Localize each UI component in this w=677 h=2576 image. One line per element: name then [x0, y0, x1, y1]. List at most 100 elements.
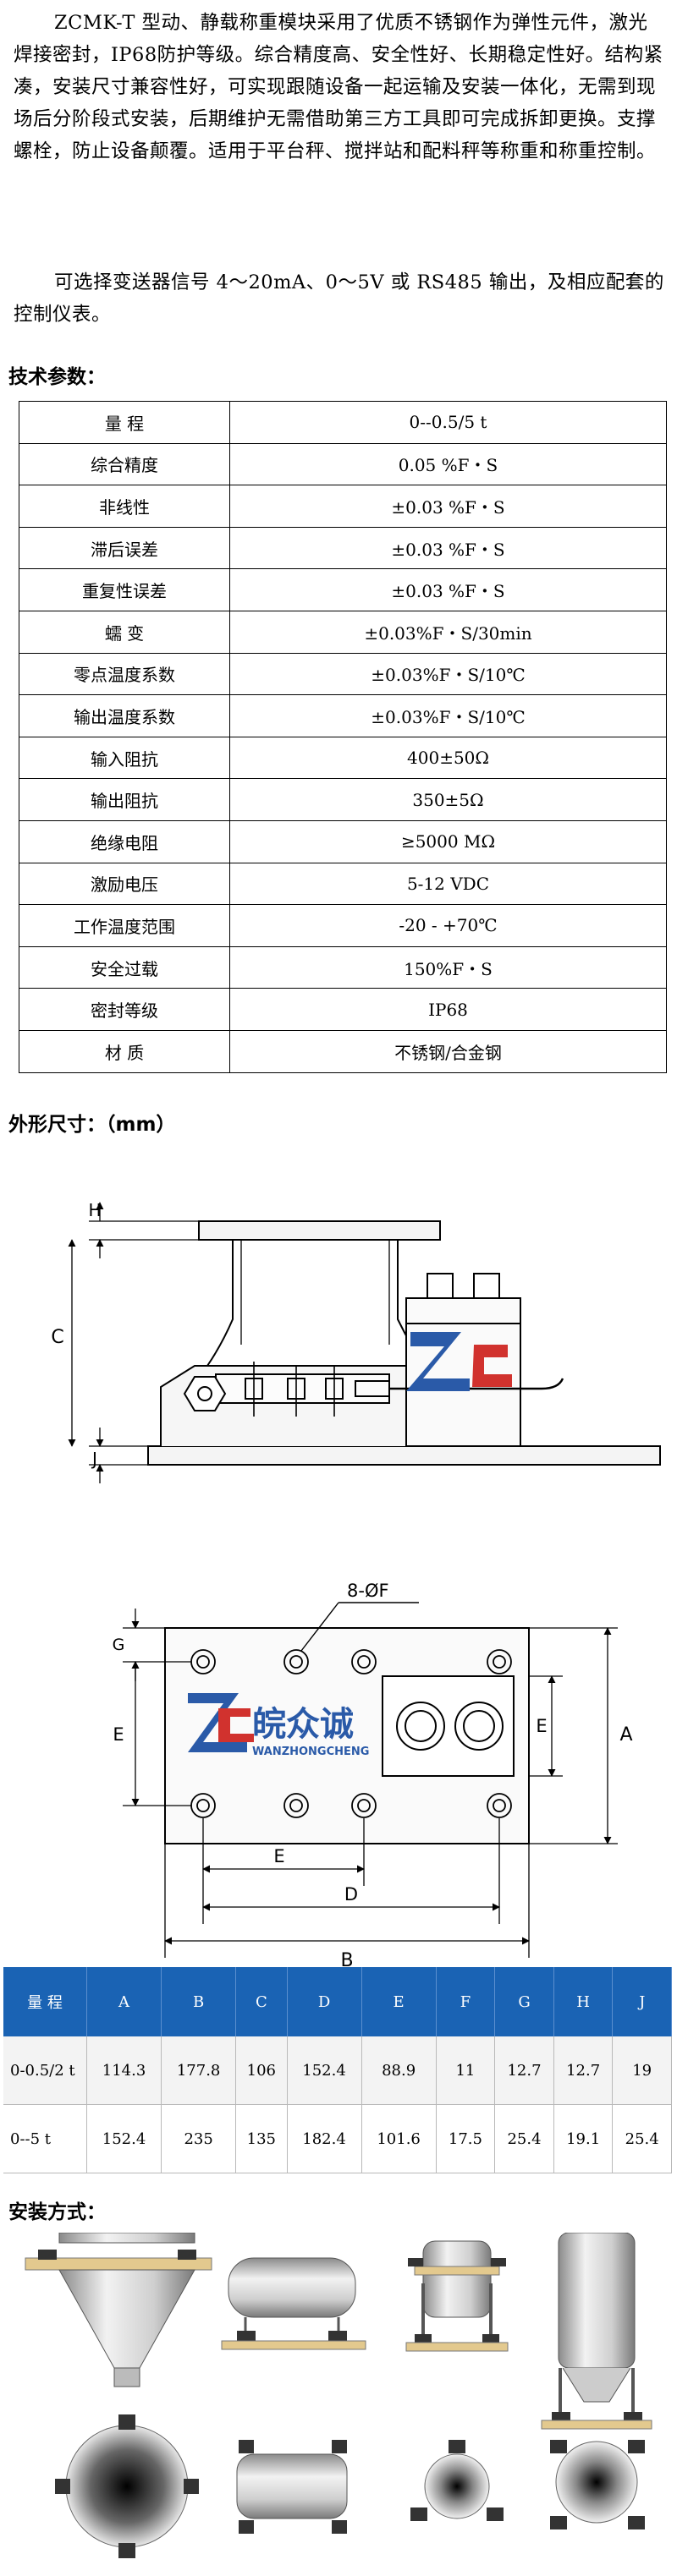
dim-label-e-bottom: E: [273, 1846, 284, 1866]
dim-label-e-left: E: [113, 1724, 124, 1745]
dim-label-e-right: E: [536, 1716, 547, 1736]
side-view: [147, 1220, 661, 1466]
spec-value: ±0.03 %F・S: [229, 568, 667, 611]
spec-value: ±0.03%F・S/30min: [229, 610, 667, 654]
dims-cell: 114.3: [86, 2036, 162, 2105]
spec-key: 工作温度范围: [19, 904, 230, 947]
side-logo-icon: [406, 1332, 512, 1391]
dim-label-g: G: [113, 1636, 125, 1654]
intro-paragraph-1: ZCMK-T 型动、静载称重模块采用了优质不锈钢作为弹性元件，激光焊接密封，IP…: [14, 12, 663, 162]
installation-heading: 安装方式：: [8, 2201, 106, 2223]
dims-header-cell: 量 程: [3, 1967, 87, 2036]
spec-value: -20 - +70℃: [229, 904, 667, 947]
logo-name-cn: 皖众诚: [252, 1705, 354, 1744]
install-tank-side: [221, 2257, 366, 2350]
dimension-heading: 外形尺寸：（mm）: [8, 1114, 176, 1136]
spec-value: ±0.03%F・S/10℃: [229, 694, 667, 737]
dims-cell: 17.5: [436, 2104, 496, 2173]
dims-cell: 235: [161, 2104, 237, 2173]
spec-value: 0.05 %F・S: [229, 442, 667, 486]
dims-cell: 177.8: [161, 2036, 237, 2105]
spec-key: 密封等级: [19, 988, 230, 1031]
spec-key: 综合精度: [19, 442, 230, 486]
spec-row: 材 质不锈钢/合金钢: [19, 1029, 667, 1073]
dims-cell: 135: [235, 2104, 288, 2173]
spec-row: 工作温度范围-20 - +70℃: [19, 904, 667, 947]
dims-header-cell: A: [86, 1967, 162, 2036]
dim-label-h: H: [88, 1200, 101, 1220]
technical-drawing: H C J 8-ØF: [51, 1200, 661, 1970]
holes-label: 8-ØF: [347, 1581, 389, 1601]
dims-cell: 106: [235, 2036, 288, 2105]
company-logo: 皖众诚 WANZHONGCHENG: [188, 1693, 369, 1758]
install-vessel-top: [410, 2440, 504, 2521]
spec-value: 400±50Ω: [229, 736, 667, 780]
dims-header-cell: D: [287, 1967, 362, 2036]
dims-cell: 182.4: [287, 2104, 362, 2173]
spec-key: 材 质: [19, 1029, 230, 1073]
top-dimensions: [123, 1609, 618, 1958]
spec-value: 不锈钢/合金钢: [229, 1029, 667, 1073]
intro-paragraph-2: 可选择变送器信号 4～20mA、0～5V 或 RS485 输出，及相应配套的控制…: [14, 271, 664, 326]
dims-cell: 25.4: [612, 2104, 672, 2173]
dims-cell: 88.9: [361, 2036, 437, 2105]
dims-cell: 0--5 t: [3, 2104, 87, 2173]
spec-key: 输入阻抗: [19, 736, 230, 780]
dims-header-cell: B: [161, 1967, 237, 2036]
spec-value: ≥5000 MΩ: [229, 819, 667, 863]
dims-cell: 19.1: [553, 2104, 614, 2173]
dims-cell: 12.7: [553, 2036, 614, 2105]
dims-header-cell: C: [235, 1967, 288, 2036]
spec-value: 150%F・S: [229, 945, 667, 989]
install-hopper-top: [55, 2414, 199, 2558]
spec-key: 非线性: [19, 485, 230, 528]
install-tank-top: [236, 2440, 348, 2534]
dim-label-j: J: [91, 1449, 97, 1469]
dim-label-c: C: [51, 1327, 63, 1348]
dims-cell: 101.6: [361, 2104, 437, 2173]
dims-cell: 25.4: [494, 2104, 554, 2173]
spec-key: 滞后误差: [19, 526, 230, 570]
install-silo-top: [550, 2440, 645, 2529]
dims-cell: 0-0.5/2 t: [3, 2036, 87, 2105]
spec-row: 零点温度系数±0.03%F・S/10℃: [19, 652, 667, 696]
spec-row: 滞后误差±0.03 %F・S: [19, 526, 667, 570]
spec-value: IP68: [229, 988, 667, 1031]
side-dimensions: [68, 1202, 199, 1483]
spec-value: ±0.03 %F・S: [229, 526, 667, 570]
installation-illustrations: [25, 2233, 652, 2558]
spec-key: 蠕 变: [19, 610, 230, 654]
spec-row: 输出温度系数±0.03%F・S/10℃: [19, 694, 667, 737]
spec-key: 安全过载: [19, 945, 230, 989]
spec-row: 蠕 变±0.03%F・S/30min: [19, 610, 667, 654]
dim-label-a: A: [619, 1724, 632, 1746]
dims-cell: 12.7: [494, 2036, 554, 2105]
spec-key: 激励电压: [19, 862, 230, 906]
spec-row: 重复性误差±0.03 %F・S: [19, 568, 667, 611]
dim-label-b: B: [340, 1950, 353, 1970]
install-silo-side: [541, 2233, 652, 2430]
spec-row: 绝缘电阻≥5000 MΩ: [19, 819, 667, 863]
spec-key: 绝缘电阻: [19, 819, 230, 863]
install-vessel-side: [405, 2240, 509, 2352]
spec-key: 输出阻抗: [19, 778, 230, 821]
dims-cell: 152.4: [86, 2104, 162, 2173]
spec-key: 重复性误差: [19, 568, 230, 611]
spec-value: ±0.03 %F・S: [229, 485, 667, 528]
spec-value: 0--0.5/5 t: [229, 401, 667, 444]
spec-key: 零点温度系数: [19, 652, 230, 696]
dims-header-cell: J: [612, 1967, 672, 2036]
install-hopper-side: [25, 2233, 212, 2387]
dims-header-cell: F: [436, 1967, 496, 2036]
spec-row: 非线性±0.03 %F・S: [19, 485, 667, 528]
spec-value: 5-12 VDC: [229, 862, 667, 906]
